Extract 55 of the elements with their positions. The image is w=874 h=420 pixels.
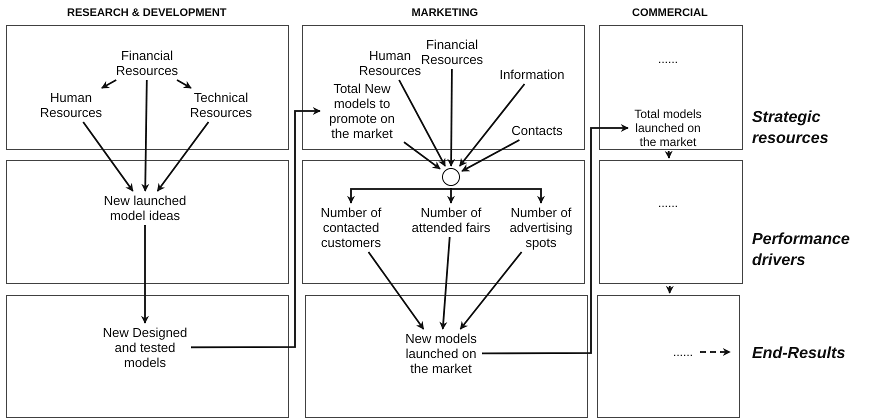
- arrow: [368, 251, 424, 330]
- node-label: ......: [668, 345, 698, 359]
- node-label: Financial Resources: [110, 48, 184, 78]
- column-heading: COMMERCIAL: [632, 7, 708, 19]
- arrow: [447, 69, 456, 167]
- section-box: [599, 25, 743, 150]
- arrow: [439, 236, 451, 330]
- column-heading: RESEARCH & DEVELOPMENT: [67, 7, 227, 19]
- section-box: [302, 25, 585, 150]
- node-label: New models launched on the market: [402, 331, 480, 376]
- node-label: Number of advertising spots: [505, 205, 577, 250]
- node-label: Total New models to promote on the market: [322, 81, 402, 141]
- arrow: [398, 80, 446, 167]
- node-label: ......: [653, 52, 683, 66]
- node-label: Total models launched on the market: [630, 107, 706, 149]
- node-label: New Designed and tested models: [101, 325, 189, 370]
- arrow: [666, 286, 674, 294]
- arrow: [191, 107, 321, 348]
- arrow: [101, 79, 117, 89]
- node-label: Number of attended fairs: [406, 205, 496, 235]
- node-label: Human Resources: [35, 90, 107, 120]
- arrow: [347, 188, 452, 204]
- arrow: [176, 79, 192, 89]
- node-label: Financial Resources: [416, 37, 488, 67]
- row-label: Performance drivers: [752, 230, 851, 271]
- arrow: [82, 121, 134, 192]
- arrow: [156, 121, 210, 192]
- node-label: New launched model ideas: [102, 193, 188, 223]
- row-label: End-Results: [752, 344, 846, 364]
- node-label: Contacts: [509, 123, 565, 138]
- section-box: [597, 295, 740, 418]
- arrow: [664, 150, 673, 159]
- node-label: Technical Resources: [185, 90, 257, 120]
- node-label: Number of contacted customers: [315, 205, 387, 250]
- arrow: [141, 80, 150, 192]
- section-box: [305, 295, 588, 418]
- section-box: [6, 295, 289, 418]
- arrow: [141, 225, 149, 324]
- arrow: [482, 124, 629, 354]
- node-label: Information: [496, 67, 568, 82]
- section-box: [6, 160, 289, 284]
- junction-circle: [442, 168, 460, 186]
- section-box: [302, 160, 585, 284]
- arrow: [450, 188, 545, 204]
- arrow: [460, 251, 522, 330]
- row-label: Strategic resources: [752, 108, 830, 149]
- arrow: [461, 139, 520, 172]
- node-label: ......: [653, 196, 683, 210]
- section-box: [6, 25, 289, 150]
- dashed-arrow: [700, 348, 731, 356]
- arrow: [403, 141, 441, 170]
- arrow: [459, 83, 526, 167]
- column-heading: MARKETING: [412, 7, 478, 19]
- section-box: [599, 160, 743, 284]
- arrow: [447, 188, 455, 204]
